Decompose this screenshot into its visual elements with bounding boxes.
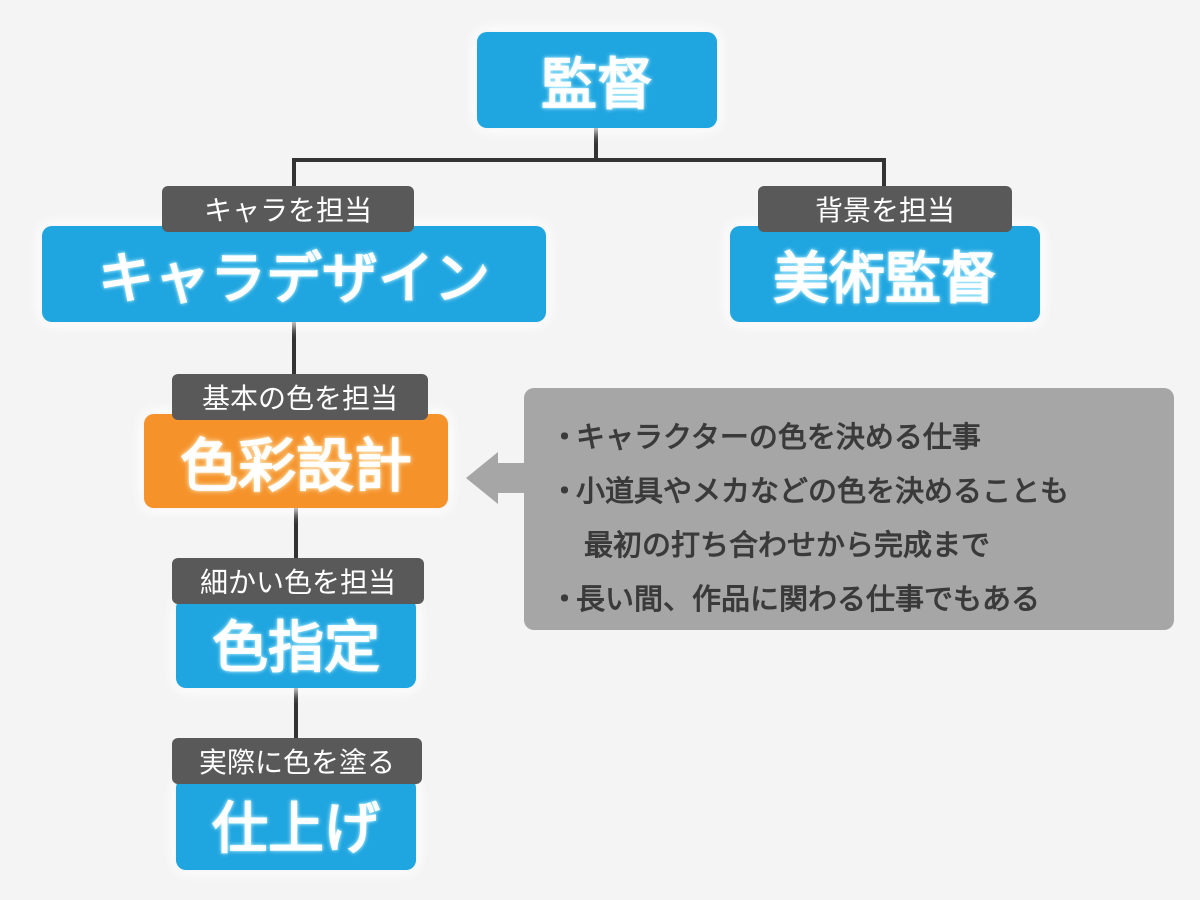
callout-arrow-stem xyxy=(496,463,526,493)
tag-color-design: 基本の色を担当 xyxy=(172,374,428,420)
callout-arrow xyxy=(466,452,498,504)
node-color-design: 色彩設計 xyxy=(144,414,448,508)
bullet: ・ xyxy=(550,474,580,508)
tag-art-director: 背景を担当 xyxy=(758,186,1012,232)
note-line-3: 最初の打ち合わせから完成まで xyxy=(584,528,991,562)
bullet: ・ xyxy=(550,420,580,454)
note-box: ・キャラクターの色を決める仕事 ・小道具やメカなどの色を決めることも 最初の打ち… xyxy=(524,388,1174,630)
bullet: ・ xyxy=(550,582,580,616)
tag-finishing: 実際に色を塗る xyxy=(172,738,422,784)
note-line-1: ・キャラクターの色を決める仕事 xyxy=(550,410,1154,464)
node-color-specification: 色指定 xyxy=(176,598,416,688)
node-finishing: 仕上げ xyxy=(176,778,416,870)
node-character-design: キャラデザイン xyxy=(42,226,546,322)
tag-color-specification: 細かい色を担当 xyxy=(172,558,424,604)
note-line-4: ・長い間、作品に関わる仕事でもある xyxy=(550,572,1154,626)
node-director: 監督 xyxy=(477,32,717,128)
node-art-director: 美術監督 xyxy=(730,226,1040,322)
tag-character-design: キャラを担当 xyxy=(162,186,414,232)
note-line-2: ・小道具やメカなどの色を決めることも xyxy=(550,464,1154,518)
